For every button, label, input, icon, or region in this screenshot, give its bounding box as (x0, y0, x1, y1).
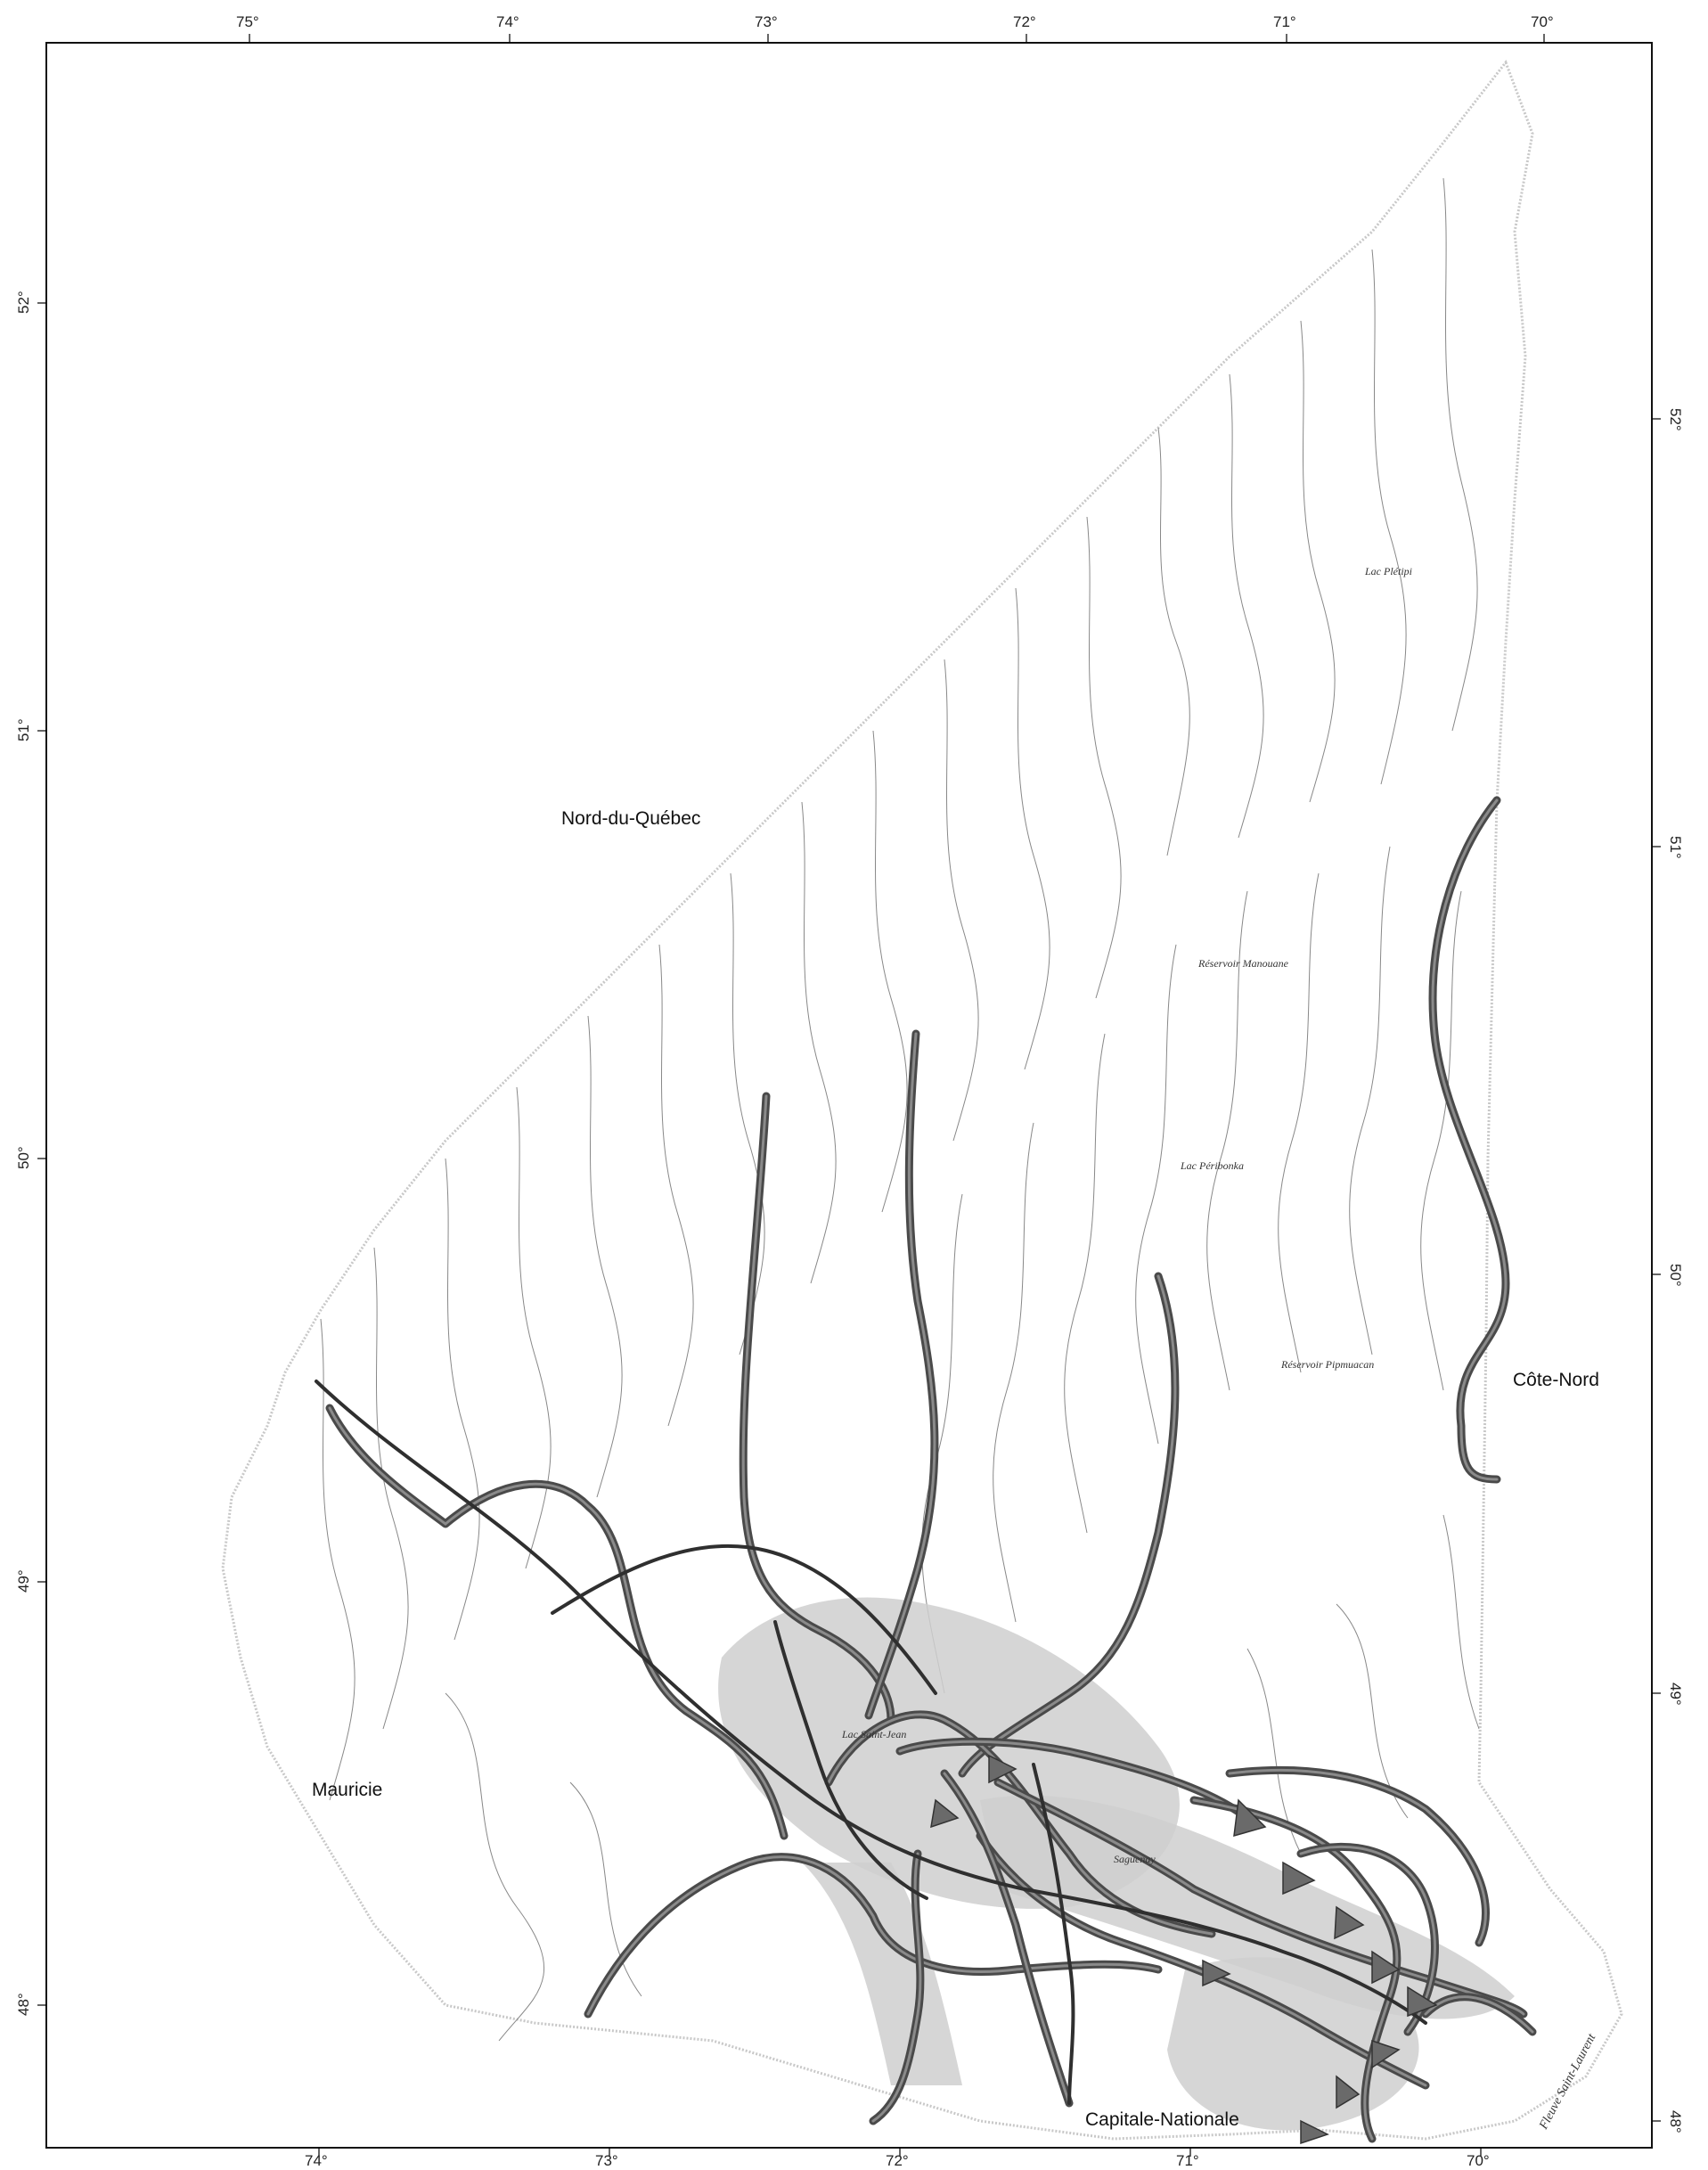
lat-label-left: 48° (15, 1993, 32, 2016)
thin-route-4 (1032, 1763, 1075, 2105)
region-label-capitale-nationale: Capitale-Nationale (1085, 2109, 1239, 2130)
water-label-reservoir-manouane: Réservoir Manouane (1197, 957, 1289, 970)
lon-label-top: 74° (496, 13, 519, 30)
bottom-longitude-labels: 74° 73° 72° 71° 70° (305, 2152, 1490, 2169)
region-outline (221, 59, 1623, 2141)
lon-label-top: 73° (755, 13, 778, 30)
lon-label-bottom: 70° (1467, 2152, 1490, 2169)
lon-label-bottom: 74° (305, 2152, 328, 2169)
thin-route-3 (773, 1620, 928, 1900)
region-label-mauricie: Mauricie (312, 1780, 382, 1800)
migration-routes (325, 796, 1537, 2143)
top-longitude-labels: 75° 74° 73° 72° 71° 70° (236, 13, 1554, 30)
lon-label-bottom: 73° (595, 2152, 618, 2169)
lat-label-left: 51° (15, 718, 32, 741)
lon-label-bottom: 71° (1176, 2152, 1199, 2169)
graticule-ticks (37, 34, 1661, 2157)
left-latitude-labels: 52° 51° 50° 49° 48° (15, 291, 32, 2016)
water-label-lac-peribonka: Lac Péribonka (1180, 1159, 1244, 1172)
thin-routes (315, 1380, 1427, 2105)
lat-label-left: 50° (15, 1146, 32, 1169)
region-label-nord-du-quebec: Nord-du-Québec (561, 808, 700, 829)
lon-label-top: 70° (1531, 13, 1554, 30)
lat-label-left: 52° (15, 291, 32, 314)
lat-label-left: 49° (15, 1569, 32, 1593)
lat-label-right: 49° (1667, 1683, 1684, 1706)
region-labels: Nord-du-Québec Côte-Nord Mauricie Capita… (312, 808, 1599, 2130)
water-label-saguenay: Saguenay (1114, 1853, 1156, 1865)
lat-label-right: 52° (1667, 408, 1684, 431)
water-label-reservoir-pipmuacan: Réservoir Pipmuacan (1280, 1358, 1374, 1371)
river-network (320, 177, 1480, 2042)
lon-label-top: 72° (1013, 13, 1036, 30)
map-frame (45, 42, 1653, 2149)
route-arrows (930, 1754, 1438, 2145)
thin-route-2 (551, 1544, 937, 1695)
region-label-cote-nord: Côte-Nord (1513, 1370, 1599, 1390)
lat-label-right: 51° (1667, 836, 1684, 859)
water-label-lac-saint-jean: Lac Saint-Jean (841, 1728, 906, 1740)
lon-label-top: 75° (236, 13, 259, 30)
lat-label-right: 50° (1667, 1264, 1684, 1287)
lon-label-bottom: 72° (886, 2152, 909, 2169)
right-latitude-labels: 52° 51° 50° 49° 48° (1667, 408, 1684, 2133)
lat-label-right: 48° (1667, 2110, 1684, 2133)
lon-label-top: 71° (1273, 13, 1296, 30)
thin-route-1 (315, 1380, 1427, 2025)
water-label-lac-pletipi: Lac Plétipi (1364, 565, 1412, 577)
